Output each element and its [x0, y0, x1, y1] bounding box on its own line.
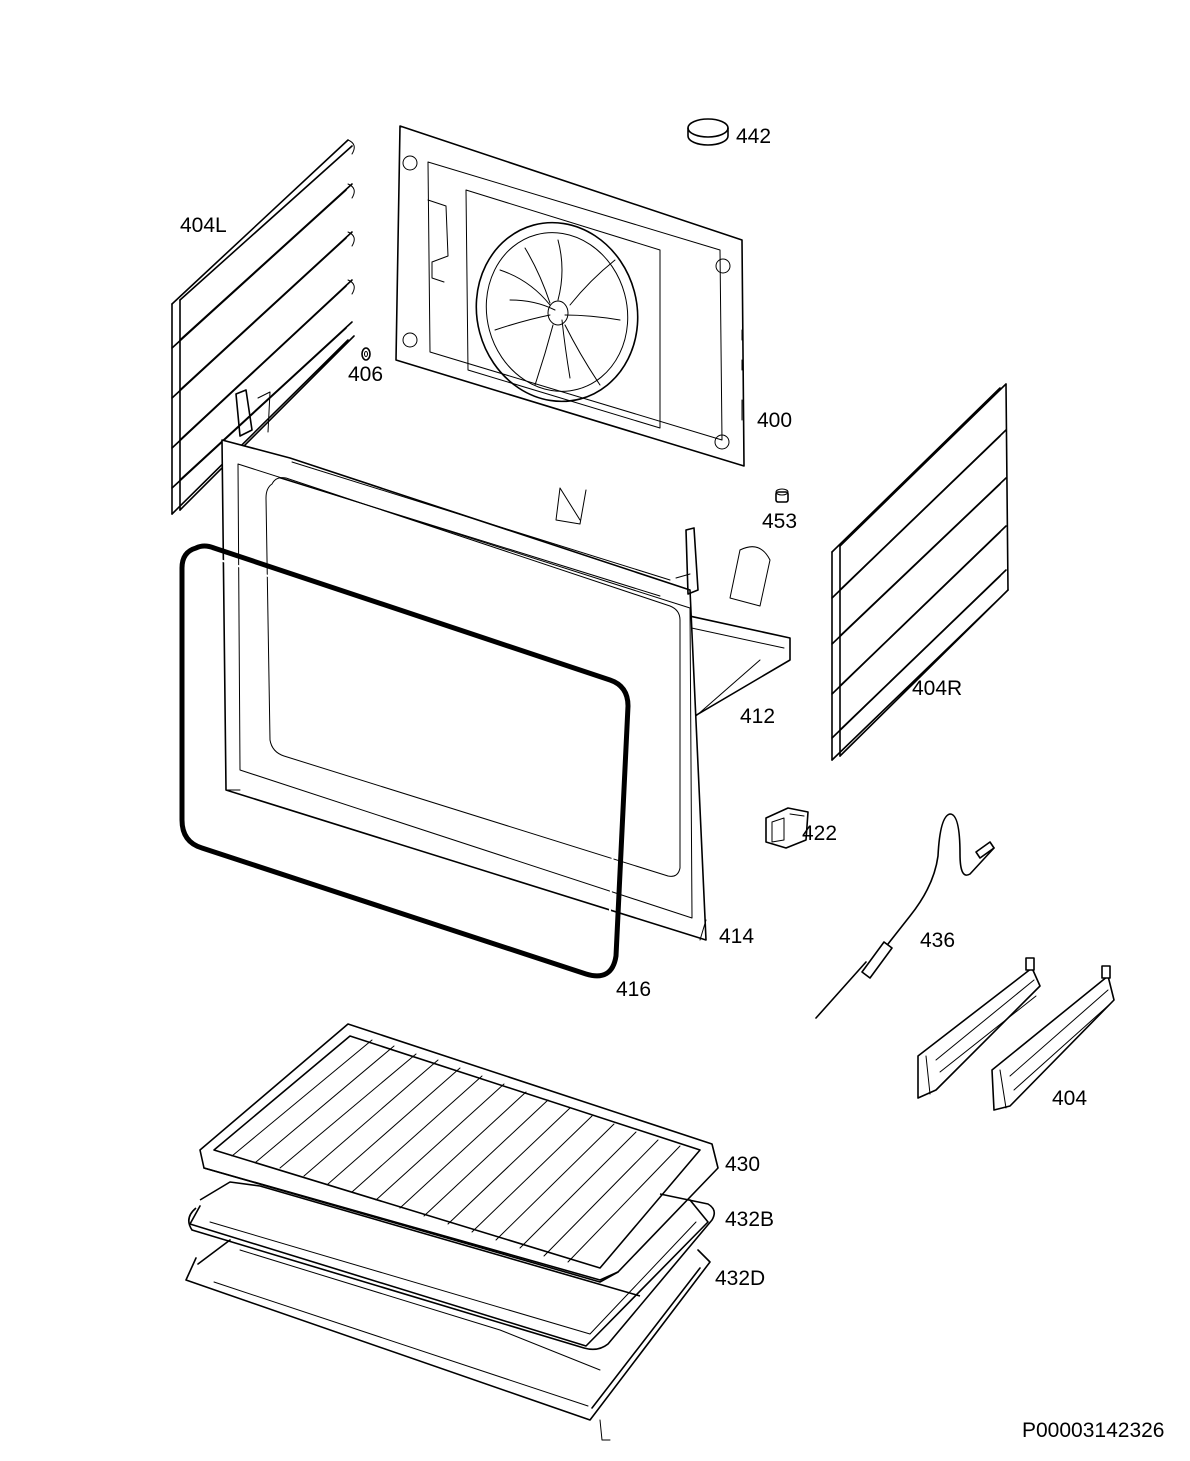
- label-442: 442: [736, 125, 772, 148]
- label-412: 412: [740, 705, 776, 728]
- lamp-socket-drawing: [775, 488, 789, 503]
- door-gasket-drawing: [179, 543, 631, 979]
- round-pad-drawing: [687, 118, 729, 146]
- label-404: 404: [1052, 1087, 1088, 1110]
- baking-tray-drawing: [188, 1181, 716, 1351]
- back-panel-drawing: [395, 125, 745, 467]
- label-436: 436: [920, 929, 956, 952]
- label-432D: 432D: [715, 1267, 766, 1290]
- label-416: 416: [616, 978, 652, 1001]
- label-422: 422: [802, 822, 838, 845]
- label-400: 400: [757, 409, 793, 432]
- right-shelf-support-drawing: [831, 383, 1009, 761]
- label-414: 414: [719, 925, 755, 948]
- left-shelf-support-drawing: [171, 139, 355, 515]
- front-frame-drawing: [221, 389, 707, 941]
- label-404L: 404L: [180, 214, 227, 237]
- label-453: 453: [762, 510, 798, 533]
- connector-clip-drawing: [765, 807, 809, 849]
- label-432B: 432B: [725, 1208, 775, 1231]
- meat-probe-drawing: [815, 813, 995, 1019]
- label-406: 406: [348, 363, 384, 386]
- deep-pan-drawing: [185, 1239, 711, 1441]
- wire-grid-shelf-drawing: [199, 1023, 719, 1283]
- nut-drawing: [361, 347, 371, 361]
- document-code: P00003142326: [1022, 1419, 1165, 1442]
- telescopic-runners-drawing: [917, 957, 1115, 1111]
- label-404R: 404R: [912, 677, 963, 700]
- label-430: 430: [725, 1153, 761, 1176]
